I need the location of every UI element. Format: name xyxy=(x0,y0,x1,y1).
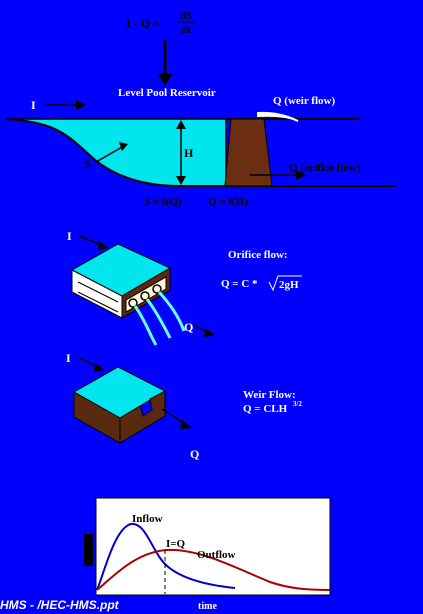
orifice-out-label: Q xyxy=(184,320,193,334)
hydrograph xyxy=(84,497,331,596)
storage-relation: S = f(Q) xyxy=(144,196,182,208)
dam xyxy=(224,118,273,187)
orifice-title: Orifice flow: xyxy=(228,249,288,261)
weir-out-label: Q xyxy=(190,447,199,461)
flow-relation: Q = f(H) xyxy=(208,196,248,208)
reservoir xyxy=(5,100,395,187)
weir-in-label: I xyxy=(66,351,71,365)
outflow-label: Outflow xyxy=(197,549,236,561)
time-axis-label: time xyxy=(198,601,217,612)
equation-denominator: dt xyxy=(181,24,191,36)
orifice-illustration xyxy=(70,235,215,346)
weir-illustration xyxy=(72,357,192,444)
hydrograph-axis-marker xyxy=(84,534,93,566)
equation-arrow-head xyxy=(158,74,172,86)
weir-formula: Q = CLH 3/2 xyxy=(243,400,302,415)
storage-label: S xyxy=(84,156,91,170)
footer-source: HMS - /HEC-HMS.ppt xyxy=(0,598,119,612)
weir-formula-exponent: 3/2 xyxy=(293,400,302,408)
orifice-in-label: I xyxy=(67,229,72,243)
orifice-formula-lhs: Q = C * xyxy=(221,278,258,290)
height-label: H xyxy=(184,146,194,160)
weir-title: Weir Flow: xyxy=(243,389,296,401)
orifice-flow-label: Q (orifice flow) xyxy=(289,162,361,174)
reservoir-inflow-label: I xyxy=(31,98,36,112)
weir-flow-label: Q (weir flow) xyxy=(273,95,335,107)
equation-lhs: I - Q = xyxy=(126,16,160,30)
orifice-formula-radicand: 2gH xyxy=(279,279,299,291)
hydrograph-frame xyxy=(95,497,331,596)
weir-overflow xyxy=(257,111,299,122)
inflow-label: Inflow xyxy=(132,513,163,525)
outflow-curve xyxy=(96,548,331,591)
weir-formula-text: Q = CLH xyxy=(243,403,288,415)
continuity-equation: I - Q = dS dt xyxy=(126,10,196,36)
orifice-formula: Q = C * 2gH xyxy=(221,275,302,292)
equal-label: I=Q xyxy=(166,538,186,550)
equation-numerator: dS xyxy=(180,10,192,22)
inflow-curve xyxy=(96,522,236,591)
reservoir-title: Level Pool Reservoir xyxy=(118,87,216,99)
ground-line xyxy=(5,118,395,187)
